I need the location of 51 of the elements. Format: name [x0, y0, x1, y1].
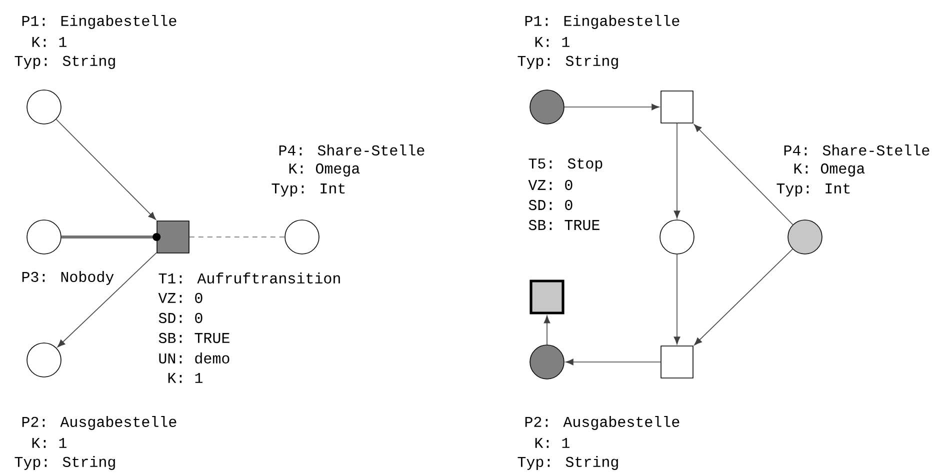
transition-label: UN: demo — [159, 352, 230, 364]
place-label: K: 1 — [32, 37, 66, 47]
place-label: P3: Nobody — [22, 271, 114, 285]
place-label: Typ: String — [518, 456, 618, 470]
place-circle — [26, 220, 62, 254]
place-label: Typ: Int — [776, 183, 850, 197]
arc-arrow — [674, 123, 680, 218]
arc-arrow — [57, 252, 157, 348]
arc-arrow — [694, 124, 794, 225]
arc-arrow — [61, 233, 161, 241]
place-label: K: 1 — [535, 37, 570, 47]
place-label: K: 1 — [535, 438, 570, 448]
transition-square — [660, 90, 694, 124]
arc-arrow — [56, 118, 156, 220]
place-label: Typ: String — [14, 456, 115, 470]
place-circle — [660, 220, 694, 254]
transition-square — [156, 220, 190, 254]
transition-label: SD: 0 — [528, 200, 572, 210]
arc-arrow — [694, 248, 793, 346]
place-circle — [530, 344, 564, 380]
place-label: P2: Ausgabestelle — [525, 416, 680, 430]
place-circle — [26, 342, 62, 378]
arc-arrow — [566, 358, 661, 366]
transition-label: VZ: 0 — [528, 180, 572, 190]
place-label: P4: Share-Stelle — [279, 144, 424, 156]
arc-arrow — [544, 315, 550, 345]
place-label: K: Omega — [794, 163, 865, 177]
place-label: Typ: Int — [272, 183, 345, 197]
transition-label: T1: Aufruftransition — [158, 272, 340, 284]
place-circle — [284, 220, 320, 254]
place-label: Typ: String — [518, 55, 618, 69]
transition-square — [530, 280, 564, 314]
transition-label: SD: 0 — [158, 312, 202, 324]
arc-arrow — [564, 104, 660, 110]
place-label: P1: Eingabestelle — [525, 15, 680, 29]
transition-label: SB: TRUE — [528, 220, 600, 230]
place-circle — [788, 220, 822, 254]
place-label: K: Omega — [289, 163, 360, 177]
place-label: P4: Share-Stelle — [784, 144, 930, 156]
transition-square — [660, 346, 694, 378]
place-label: Typ: String — [14, 55, 115, 69]
place-circle — [26, 90, 62, 124]
transition-label: K: 1 — [168, 373, 202, 383]
transition-label: T5: Stop — [528, 158, 602, 172]
transition-label: SB: TRUE — [158, 332, 230, 344]
place-circle — [530, 90, 564, 124]
place-label: P2: Ausgabestelle — [22, 416, 176, 430]
transition-label: VZ: 0 — [158, 292, 202, 304]
place-label: P1: Eingabestelle — [22, 15, 176, 29]
place-label: K: 1 — [32, 438, 66, 448]
arc-arrow — [674, 254, 680, 344]
